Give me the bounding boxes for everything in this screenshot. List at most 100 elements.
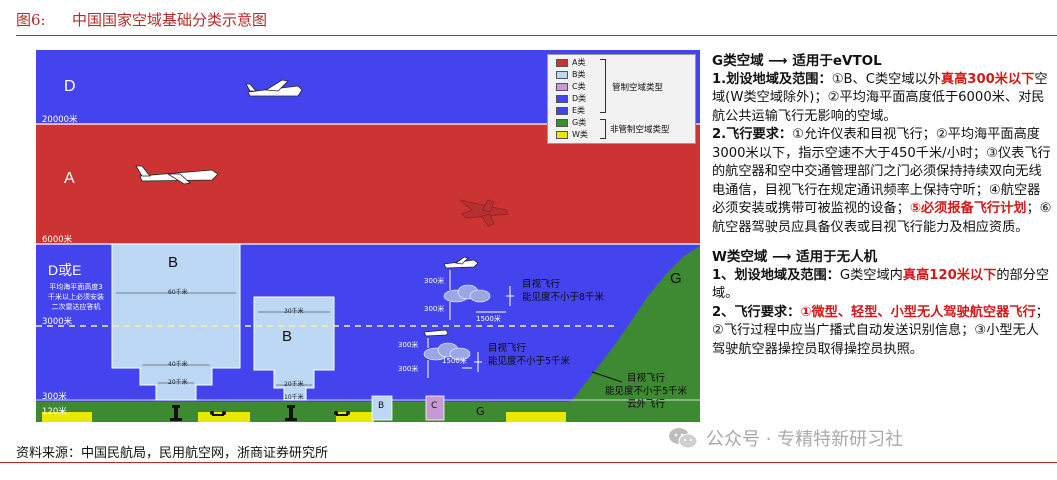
zone-label-b-small: B bbox=[282, 328, 293, 345]
g-vfr-line: 云外飞行 bbox=[626, 399, 665, 410]
airspace-diagram-graphics bbox=[36, 79, 700, 422]
notes-panel: G类空域 ⟶ 适用于eVTOL 1.划设地域及范围：①B、C类空域以外真高300… bbox=[712, 52, 1052, 359]
class-w-strip-1 bbox=[42, 412, 92, 422]
w-class-range: 1、划设地域及范围：G类空域内真高120米以下的部分空域。 bbox=[712, 267, 1052, 304]
ground-label-c: C bbox=[431, 401, 438, 411]
w-req-text-2: ；②飞行过程中应当广播式自动发送识别信息；③小型无人驾驶航空器操控员取得操控员执… bbox=[712, 304, 1049, 357]
class-w-strip-4 bbox=[506, 412, 566, 422]
drone-icon-1 bbox=[210, 411, 226, 416]
section-spacer bbox=[712, 237, 1052, 248]
legend-swatch bbox=[556, 130, 568, 139]
w-range-text-2: 的部分空域。 bbox=[712, 267, 1050, 302]
g-class-heading-use: 适用于eVTOL bbox=[792, 53, 882, 69]
wechat-icon bbox=[669, 428, 698, 449]
legend-item-b: B类 bbox=[556, 69, 586, 80]
class-g-terrain bbox=[546, 246, 700, 422]
legend-label: A类 bbox=[572, 58, 586, 67]
g-req-label: 2.飞行要求： bbox=[712, 127, 793, 142]
ground-class-c-column bbox=[425, 395, 445, 421]
legend-swatch bbox=[556, 58, 568, 67]
legend: A类 B类 C类 D类 E类 G类 W类 管制空域类型 非管制空域类型 bbox=[547, 54, 696, 144]
legend-swatch bbox=[556, 82, 568, 91]
class-w-strip-2 bbox=[198, 412, 250, 422]
g-class-heading: G类空域 ⟶ 适用于eVTOL bbox=[712, 52, 1052, 71]
b-small-scale-bottom: 20千米 bbox=[284, 381, 304, 388]
g-req-highlight: ⑤必须报备飞行计划 bbox=[909, 201, 1027, 216]
legend-uncontrolled-label: 非管制空域类型 bbox=[610, 125, 670, 135]
ground-label-g: G bbox=[476, 405, 485, 418]
lower-vfr-vertical-2: 300米 bbox=[398, 365, 419, 373]
airliner-icon-upper-vfr bbox=[443, 256, 479, 269]
cloud-icon-lower bbox=[423, 342, 471, 361]
g-vfr-line: 能见度不小于5千米 bbox=[604, 386, 688, 397]
altitude-label-6000: 6000米 bbox=[42, 235, 73, 245]
g-vfr-text: 目视飞行 能见度不小于5千米 云外飞行 bbox=[592, 372, 700, 411]
upper-vfr-horizontal: 1500米 bbox=[476, 315, 501, 323]
legend-label: E类 bbox=[572, 106, 586, 115]
footer-rule bbox=[0, 462, 1057, 463]
d-or-e-note-line: 二次雷达应答机 bbox=[51, 303, 101, 311]
b-large-scale-top: 60千米 bbox=[168, 289, 188, 296]
legend-swatch bbox=[556, 106, 568, 115]
zone-label-a: A bbox=[64, 170, 75, 187]
zone-label-b-large: B bbox=[168, 254, 179, 271]
source-note: 资料来源：中国民航局，民用航空网，浙商证券研究所 bbox=[16, 446, 329, 461]
w-range-highlight: 真高120米以下 bbox=[902, 267, 997, 283]
legend-brace-uncontrolled bbox=[600, 119, 606, 139]
legend-item-d: D类 bbox=[556, 93, 586, 104]
drone-icon-2 bbox=[334, 411, 350, 416]
legend-swatch bbox=[556, 118, 568, 127]
legend-item-c: C类 bbox=[556, 81, 586, 92]
g-req-text-1: ①允许仪表和目视飞行；②平均海平面高度3000米以下，指示空速不大于450千米/… bbox=[712, 127, 1051, 216]
g-range-label: 1.划设地域及范围： bbox=[712, 71, 832, 87]
figure-number: 图6: bbox=[16, 11, 46, 29]
upper-vfr-visibility: 能见度不小于8千米 bbox=[522, 292, 605, 303]
g-range-highlight: 真高300米以下 bbox=[940, 71, 1035, 87]
legend-item-a: A类 bbox=[556, 57, 585, 68]
airspace-diagram: D A D或E B B G 20000米 6000米 3000米 300米 12… bbox=[36, 50, 700, 422]
arrow-icon: ⟶ bbox=[772, 249, 792, 265]
legend-swatch bbox=[556, 70, 568, 79]
g-range-text-2: 空域(W类空域除外)；②平均海平面高度低于6000米、对民航公共运输飞行无影响的… bbox=[712, 71, 1048, 124]
altitude-label-3000: 3000米 bbox=[42, 317, 73, 327]
g-class-heading-name: G类空域 bbox=[712, 53, 764, 69]
w-class-heading-use: 适用于无人机 bbox=[796, 249, 878, 265]
airliner-icon-top bbox=[245, 79, 303, 97]
legend-item-g: G类 bbox=[556, 117, 586, 128]
legend-controlled-label: 管制空域类型 bbox=[612, 83, 664, 93]
zone-label-d-or-e: D或E bbox=[48, 262, 82, 278]
altitude-label-300: 300米 bbox=[42, 392, 67, 402]
w-req-highlight: ①微型、轻型、小型无人驾驶航空器飞行 bbox=[800, 304, 1036, 320]
d-or-e-note-line: 千米以上必须安装 bbox=[48, 293, 104, 301]
g-area-arrow bbox=[591, 371, 623, 383]
upper-vfr-vertical-1: 300米 bbox=[424, 277, 445, 285]
zone-label-d-top: D bbox=[64, 78, 76, 95]
b-small-scale-top: 30千米 bbox=[284, 308, 304, 315]
w-class-heading-name: W类空域 bbox=[712, 249, 768, 265]
lower-vfr-title: 目视飞行 bbox=[488, 343, 527, 354]
lower-vfr-text: 目视飞行 能见度不小于5千米 bbox=[488, 342, 570, 368]
cloud-icon-upper bbox=[443, 284, 491, 303]
w-req-label: 2、飞行要求： bbox=[712, 304, 801, 320]
g-class-requirements: 2.飞行要求：①允许仪表和目视飞行；②平均海平面高度3000米以下，指示空速不大… bbox=[712, 126, 1052, 237]
lower-vfr-vertical-1: 300米 bbox=[398, 341, 419, 349]
control-tower-icon-2 bbox=[285, 405, 297, 421]
legend-label: D类 bbox=[572, 94, 587, 103]
lower-vfr-visibility: 能见度不小于5千米 bbox=[488, 356, 571, 367]
g-vfr-line: 目视飞行 bbox=[626, 373, 665, 384]
w-class-requirements: 2、飞行要求：①微型、轻型、小型无人驾驶航空器飞行；②飞行过程中应当广播式自动发… bbox=[712, 304, 1052, 360]
b-large-scale-base: 20千米 bbox=[168, 379, 188, 386]
g-range-text-1: ①B、C类空域以外 bbox=[831, 71, 941, 87]
lower-vfr-arrows bbox=[427, 338, 482, 378]
d-or-e-note-line: 平均海平面高度3 bbox=[49, 283, 103, 291]
g-req-text-2: ；⑥航空器驾驶员应具备仪表或目视飞行能力及相应资质。 bbox=[712, 201, 1052, 235]
figure-header: 图6: 中国国家空域基础分类示意图 bbox=[0, 0, 1057, 40]
header-rule bbox=[16, 35, 1057, 36]
class-a-band bbox=[36, 124, 700, 244]
b-large-scale-bottom: 40千米 bbox=[168, 361, 188, 368]
figure-title: 中国国家空域基础分类示意图 bbox=[72, 11, 268, 29]
legend-label: W类 bbox=[572, 130, 588, 139]
w-range-text-1: G类空域内 bbox=[839, 267, 903, 283]
legend-brace-controlled bbox=[600, 59, 606, 113]
upper-vfr-arrows bbox=[449, 270, 514, 320]
